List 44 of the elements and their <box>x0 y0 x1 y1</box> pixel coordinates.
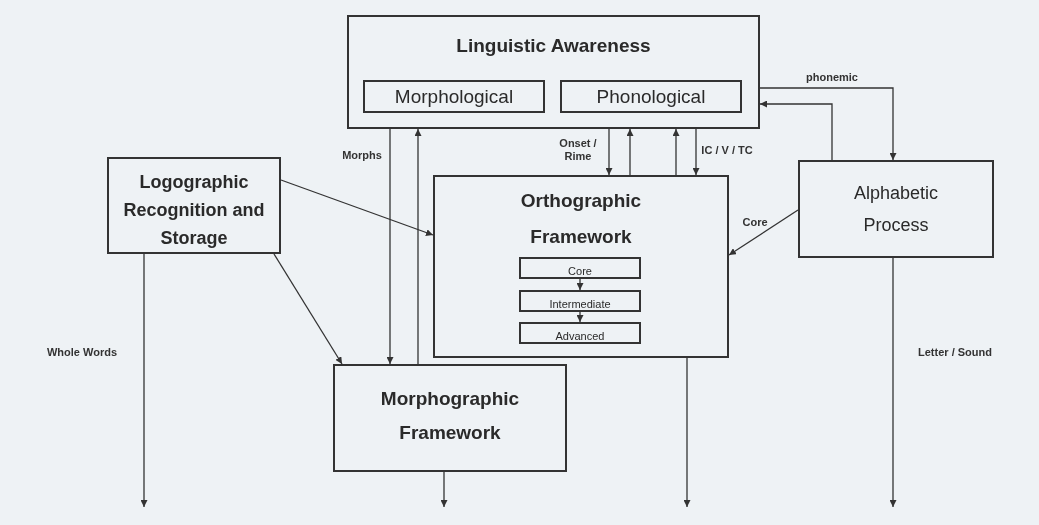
arrow <box>280 179 434 236</box>
arrow <box>273 253 343 365</box>
node-label: Intermediate <box>549 297 611 312</box>
edge-label: Onset / Rime <box>558 137 598 163</box>
arrow <box>626 128 634 176</box>
node-label: Logographic Recognition and Storage <box>122 171 266 250</box>
arrow <box>683 357 691 508</box>
level-box <box>519 322 641 344</box>
edge-label: phonemic <box>806 70 858 84</box>
edge-label: Whole Words <box>46 345 118 359</box>
edge-label: IC / V / TC <box>701 143 753 157</box>
arrow <box>576 311 584 323</box>
process-box <box>433 175 729 358</box>
edge-label: Letter / Sound <box>918 345 992 359</box>
arrow <box>414 128 422 365</box>
arrow <box>386 128 394 365</box>
process-box <box>798 160 994 258</box>
node-label: Morphological <box>394 86 514 108</box>
process-box <box>107 157 281 254</box>
node-label: Alphabetic Process <box>852 182 940 237</box>
level-box <box>519 257 641 279</box>
process-box <box>333 364 567 472</box>
level-box <box>519 290 641 312</box>
edge-label: Morphs <box>342 148 382 162</box>
node-label: Orthographic Framework <box>519 189 643 249</box>
arrow <box>692 128 700 176</box>
arrow <box>440 471 448 508</box>
process-box <box>363 80 545 113</box>
arrow <box>672 128 680 176</box>
node-label: Morphographic Framework <box>379 387 521 445</box>
node-label: Phonological <box>596 86 706 108</box>
group-box <box>347 15 760 129</box>
arrow <box>889 257 897 508</box>
node-label: Core <box>568 264 592 279</box>
process-box <box>560 80 742 113</box>
arrow <box>759 87 897 161</box>
arrow <box>140 253 148 508</box>
node-label: Advanced <box>555 329 605 344</box>
arrow <box>605 128 613 176</box>
arrow <box>759 100 833 161</box>
arrow <box>576 278 584 291</box>
node-label: Linguistic Awareness <box>456 35 651 57</box>
edge-label: Core <box>742 215 768 229</box>
arrow <box>728 209 799 256</box>
